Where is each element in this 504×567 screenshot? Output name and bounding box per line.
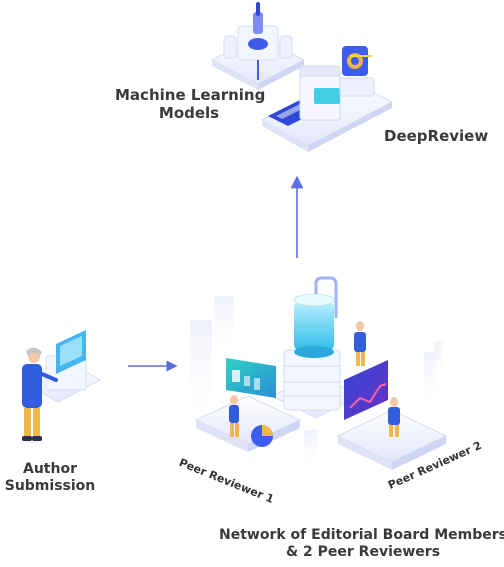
network-label-line1: Network of Editorial Board Members [198, 527, 504, 544]
ml-models-machine-icon [212, 2, 304, 90]
author-submission-label: Author Submission [4, 461, 96, 495]
author-label-line2: Submission [4, 478, 96, 495]
ml-models-label: Machine Learning Models [115, 86, 263, 122]
ml-models-label-line2: Models [115, 104, 263, 122]
author-label-line1: Author [4, 461, 96, 478]
network-label-line2: & 2 Peer Reviewers [198, 544, 504, 561]
network-label: Network of Editorial Board Members & 2 P… [198, 527, 504, 561]
author-at-desk-icon [22, 330, 100, 441]
ml-models-label-line1: Machine Learning [115, 86, 263, 104]
deepreview-label: DeepReview [384, 127, 488, 145]
